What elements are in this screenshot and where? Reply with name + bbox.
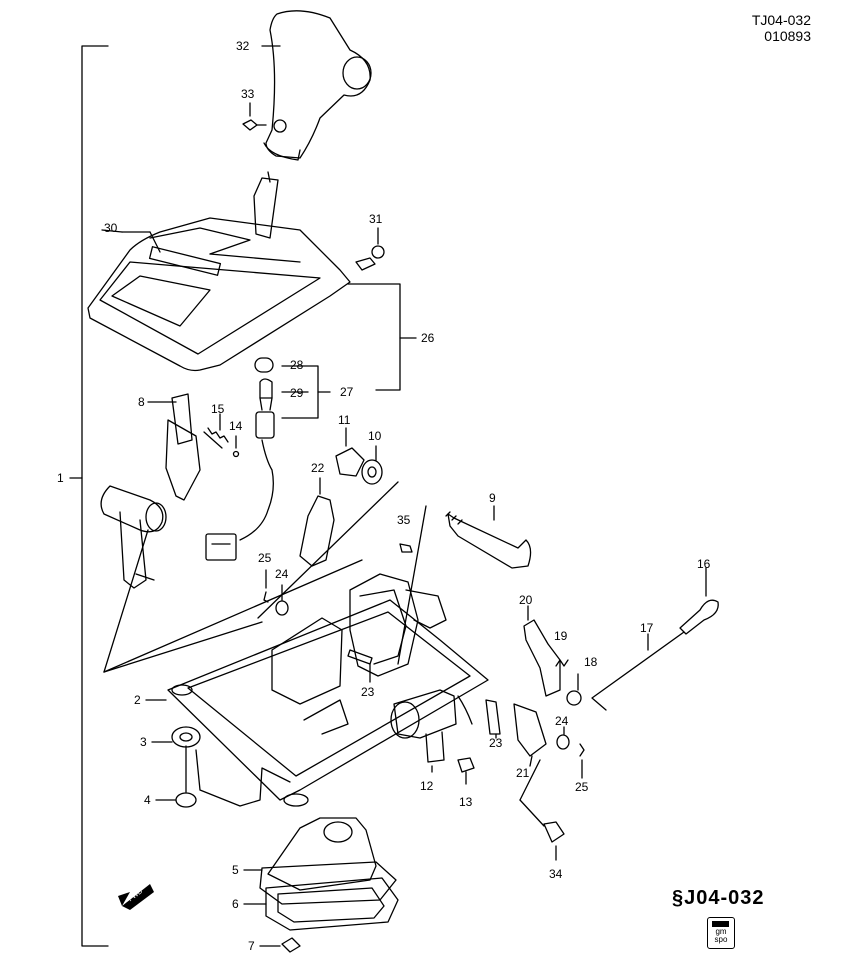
callout-label: 4 — [144, 793, 151, 807]
callout-label: 6 — [232, 897, 239, 911]
callout-label: 14 — [229, 419, 243, 433]
suzuki-s-icon: § — [672, 887, 685, 909]
callout-label: 27 — [340, 385, 354, 399]
callout-label: 32 — [236, 39, 250, 53]
callout-label: 18 — [584, 655, 598, 669]
callout-label: 11 — [338, 413, 351, 427]
callout-label: 20 — [519, 593, 533, 607]
callout-label: 34 — [549, 867, 563, 881]
callout-label: 33 — [241, 87, 255, 101]
callout-label: 30 — [104, 221, 118, 235]
callout-label: 24 — [275, 567, 289, 581]
callout-label: 26 — [421, 331, 435, 345]
callout-label: 31 — [369, 212, 383, 226]
drawing-code: TJ04-032 010893 — [752, 12, 811, 44]
callout-label: 1 — [57, 471, 64, 485]
callout-label: 2 — [134, 693, 141, 707]
callout-label: 10 — [368, 429, 382, 443]
callout-label: 12 — [420, 779, 434, 793]
drawing-code-line1: TJ04-032 — [751, 12, 811, 28]
callout-label: 22 — [311, 461, 325, 475]
callout-label: 24 — [555, 714, 569, 728]
callout-label: 35 — [397, 513, 411, 527]
callout-label: 3 — [140, 735, 147, 749]
callout-label: 23 — [361, 685, 375, 699]
callout-label: 25 — [258, 551, 272, 565]
callout-label: 5 — [232, 863, 239, 877]
callout-label: 21 — [516, 766, 530, 780]
callout-label: 8 — [138, 395, 145, 409]
drawing-code-line2: 010893 — [764, 28, 811, 44]
callout-label: 15 — [211, 402, 225, 416]
gm-spo-logo-icon: gm spo — [707, 917, 735, 949]
callout-label: 19 — [554, 629, 568, 643]
callout-label: 28 — [290, 358, 304, 372]
callout-label: 29 — [290, 386, 304, 400]
callout-label: 17 — [640, 621, 654, 635]
callout-label: 25 — [575, 780, 589, 794]
brand-code: §J04-032 — [672, 887, 765, 910]
callout-label: 23 — [489, 736, 503, 750]
callout-label: 16 — [697, 557, 711, 571]
forward-arrow-icon — [118, 884, 154, 910]
callout-label: 7 — [248, 939, 255, 953]
callout-label: 9 — [489, 491, 496, 505]
brand-code-text: J04-032 — [684, 887, 765, 909]
callout-label: 13 — [459, 795, 473, 809]
